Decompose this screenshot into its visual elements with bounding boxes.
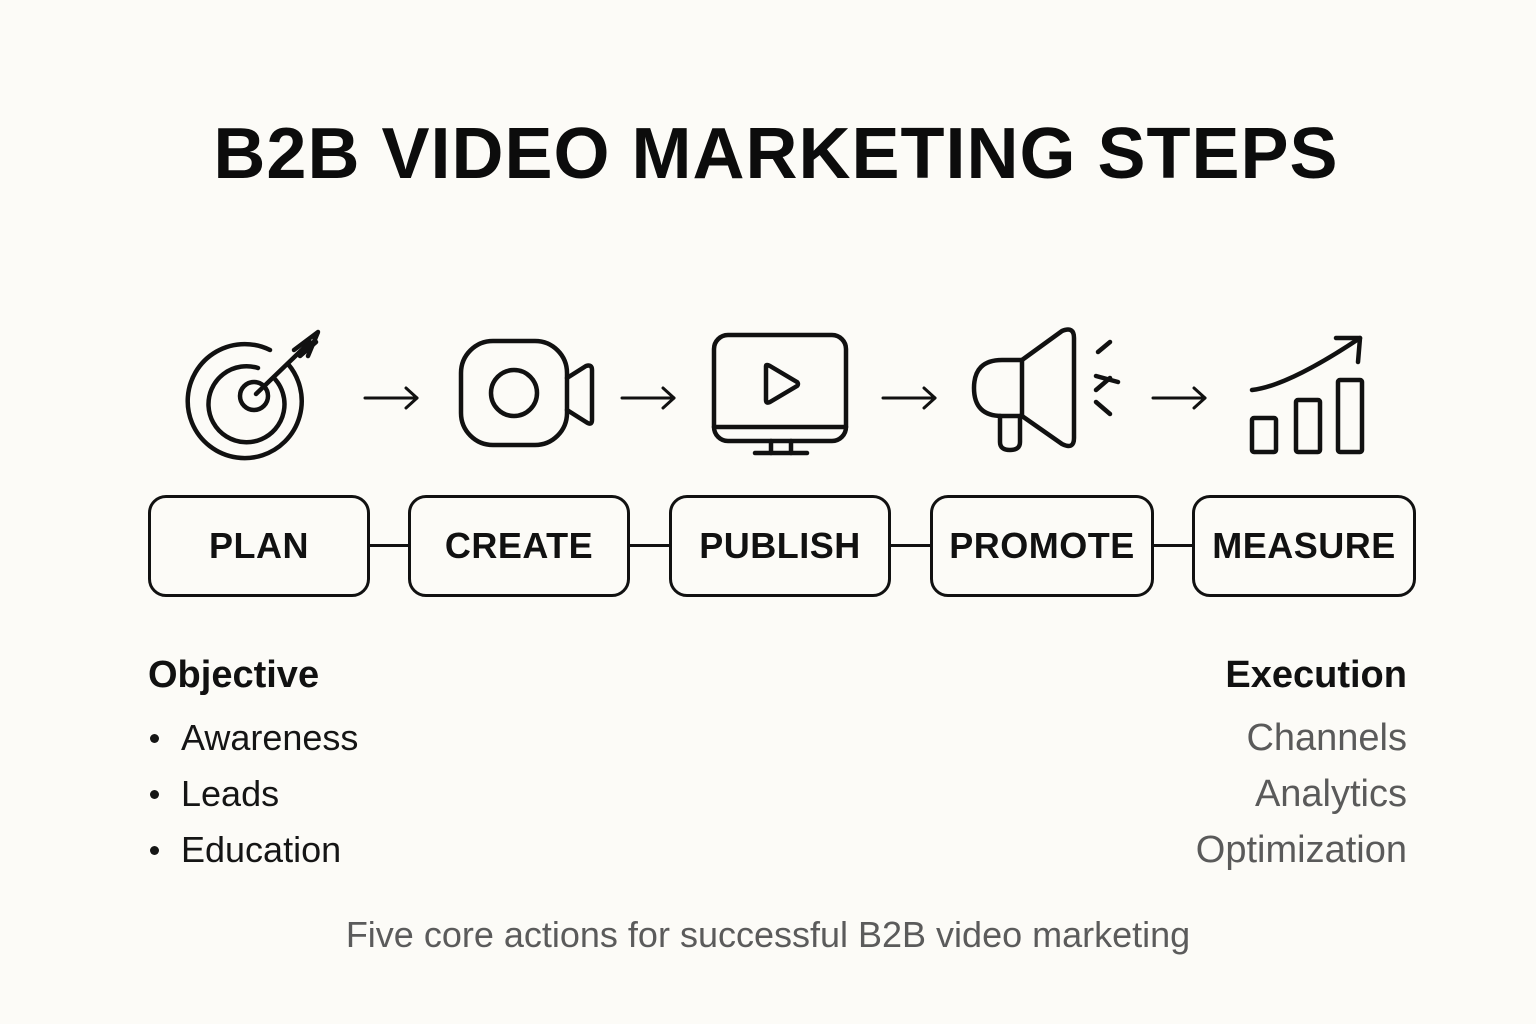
caption: Five core actions for successful B2B vid… bbox=[345, 914, 1191, 955]
bullet-icon bbox=[150, 734, 159, 743]
megaphone-icon bbox=[970, 327, 1130, 454]
bullet-icon bbox=[150, 846, 159, 855]
step-create: CREATE bbox=[408, 495, 630, 597]
page-title: B2B VIDEO MARKETING STEPS bbox=[213, 114, 1339, 194]
step-promote: PROMOTE bbox=[930, 495, 1154, 597]
execution-heading: Execution bbox=[1225, 654, 1407, 696]
arrow-right-icon bbox=[880, 384, 940, 412]
video-camera-icon bbox=[458, 338, 598, 448]
connector-line bbox=[628, 544, 670, 547]
execution-item: Analytics bbox=[1254, 773, 1407, 815]
objective-item: Awareness bbox=[148, 710, 548, 766]
arrow-right-icon bbox=[362, 384, 422, 412]
objective-item: Education bbox=[148, 822, 548, 878]
connector-line bbox=[1151, 544, 1193, 547]
execution-section: Execution Channels Analytics Optimizatio… bbox=[1007, 650, 1407, 878]
execution-item: Channels bbox=[1246, 717, 1407, 759]
execution-item: Optimization bbox=[1195, 829, 1407, 871]
objective-list: Awareness Leads Education bbox=[148, 710, 548, 878]
step-publish: PUBLISH bbox=[669, 495, 891, 597]
bullet-icon bbox=[150, 790, 159, 799]
step-measure: MEASURE bbox=[1192, 495, 1416, 597]
objective-heading: Objective bbox=[148, 654, 320, 696]
connector-line bbox=[889, 544, 931, 547]
connector-line bbox=[367, 544, 409, 547]
target-arrow-icon bbox=[185, 326, 332, 461]
arrow-right-icon bbox=[619, 384, 679, 412]
objective-section: Objective Awareness Leads Education bbox=[148, 650, 548, 878]
monitor-play-icon bbox=[711, 332, 851, 456]
steps-flow: PLAN CREATE PUBLISH PROMOTE MEASURE bbox=[148, 495, 1416, 597]
step-plan: PLAN bbox=[148, 495, 370, 597]
objective-item: Leads bbox=[148, 766, 548, 822]
execution-list: Channels Analytics Optimization bbox=[1007, 710, 1407, 878]
arrow-right-icon bbox=[1150, 384, 1210, 412]
growth-chart-icon bbox=[1248, 334, 1368, 456]
